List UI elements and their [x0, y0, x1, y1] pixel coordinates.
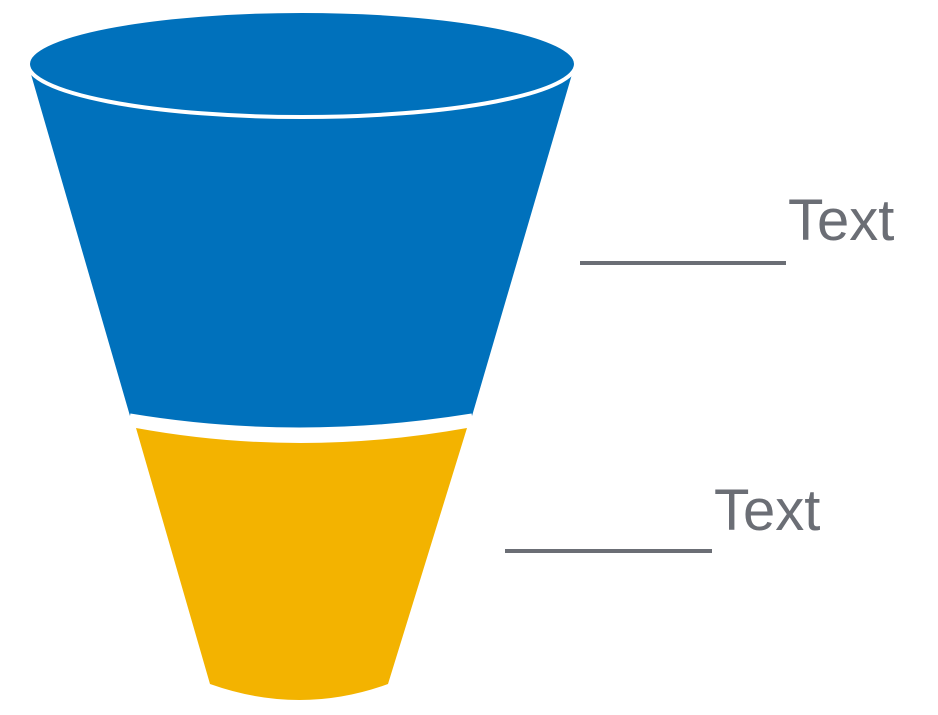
funnel-top-rim — [26, 9, 578, 119]
stage-label-top: Text — [788, 188, 894, 253]
funnel-stage-bottom — [136, 428, 467, 700]
stage-label-bottom: Text — [714, 478, 820, 543]
funnel-stage-top — [26, 9, 578, 430]
stage-separator — [129, 413, 473, 433]
funnel-stage-top-body — [28, 64, 575, 430]
funnel-stage-bottom-body — [136, 428, 467, 700]
